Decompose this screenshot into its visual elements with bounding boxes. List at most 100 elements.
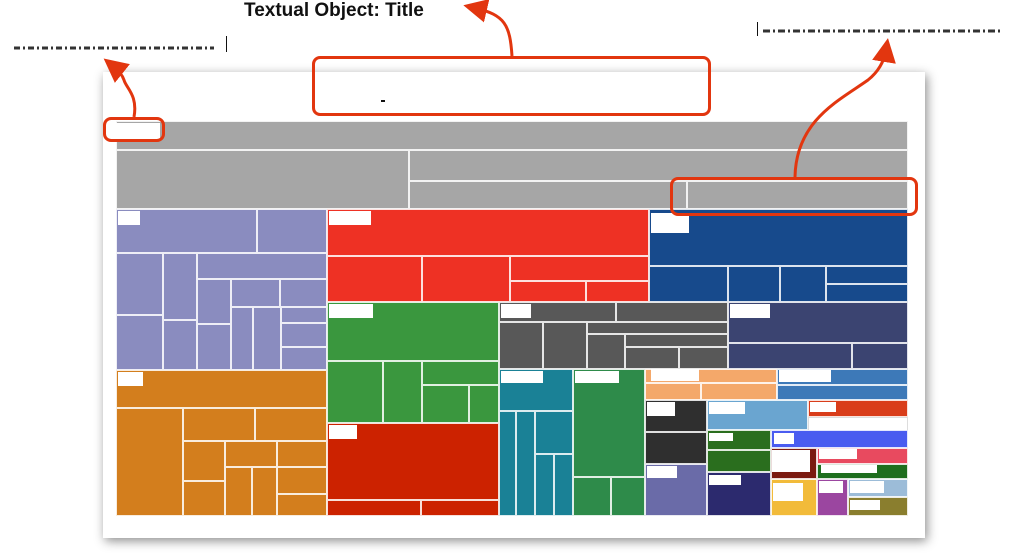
- treemap-orange-6: [183, 481, 225, 516]
- treemap-teal-tag: [501, 371, 543, 383]
- treemap-purple-6: [163, 320, 197, 370]
- treemap-gold-tag: [773, 483, 803, 501]
- treemap-teal-5: [535, 454, 554, 516]
- title-annotation-label: Textual Object: Title: [244, 0, 424, 21]
- treemap-green2-3: [611, 477, 645, 516]
- treemap-gray-3: [499, 322, 543, 369]
- treemap-purple-7: [197, 253, 327, 279]
- treemap-orange-12: [277, 494, 327, 516]
- treemap-green-6: [469, 385, 499, 423]
- treemap-black-2: [645, 432, 707, 464]
- treemap-red-2: [327, 256, 422, 302]
- treemap-navy-5: [826, 266, 908, 284]
- treemap-gray-8: [625, 347, 679, 369]
- left-label-callout-box: [103, 117, 165, 142]
- treemap-header-right-end: [687, 181, 908, 209]
- treemap-purple-tag: [118, 211, 140, 225]
- treemap-peach-2: [645, 383, 701, 400]
- treemap-green-5: [422, 385, 469, 423]
- treemap-black-tag: [647, 402, 675, 416]
- treemap-peach-3: [701, 383, 777, 400]
- treemap-red-5: [510, 281, 586, 302]
- treemap-magenta-tag: [819, 481, 843, 493]
- treemap-brightblue-1: [771, 430, 908, 448]
- treemap-teal-3: [516, 411, 535, 516]
- treemap-darkred-3: [421, 500, 499, 516]
- treemap-chart: [103, 72, 925, 538]
- treemap-darkred-tag: [329, 425, 357, 439]
- treemap-root-tag: [107, 123, 160, 139]
- treemap-red-3: [422, 256, 510, 302]
- treemap-orange-7: [225, 441, 277, 467]
- treemap-purple-3: [116, 253, 163, 315]
- right-label-callout-box: [670, 177, 918, 216]
- treemap-purple-9: [197, 324, 231, 370]
- treemap-darkgreen-tag: [709, 433, 733, 441]
- treemap-gray-tag: [501, 304, 531, 318]
- treemap-purple-12: [231, 307, 253, 370]
- treemap-orange-10: [252, 467, 277, 516]
- treemap-orange-3: [183, 408, 255, 441]
- treemap-blue-tag: [779, 370, 831, 382]
- treemap-orange-1: [116, 370, 327, 408]
- title-placeholder-mark: [381, 100, 385, 102]
- treemap-darkred-2: [327, 500, 421, 516]
- treemap-teal-6: [554, 454, 573, 516]
- treemap-purple-13: [253, 307, 281, 370]
- treemap-teal-4: [535, 411, 573, 454]
- treemap-gray-5: [587, 322, 728, 334]
- treemap-navy-6: [826, 284, 908, 302]
- treemap-white-strip: [808, 417, 908, 431]
- treemap-green2-1: [573, 369, 645, 477]
- treemap-purple-11: [280, 279, 327, 307]
- title-arrow: [463, 0, 514, 57]
- treemap-violet-tag: [647, 466, 677, 478]
- treemap-gray-7: [625, 334, 728, 347]
- treemap-orange-4: [255, 408, 327, 441]
- treemap-header-right-mid: [409, 181, 687, 209]
- treemap-green-tag: [329, 304, 373, 318]
- treemap-purple-8: [197, 279, 231, 324]
- treemap-header-left: [116, 150, 409, 209]
- treemap-slate-tag: [730, 304, 770, 318]
- treemap-brightblue-tag: [774, 433, 794, 444]
- treemap-pink-tag: [819, 449, 857, 459]
- treemap-navy-3: [728, 266, 780, 302]
- treemap-green2-tag: [575, 371, 619, 383]
- treemap-orange-tag: [118, 372, 143, 386]
- treemap-peach-tag: [651, 369, 699, 381]
- treemap-purple-5: [163, 253, 197, 320]
- treemap-purple-10: [231, 279, 280, 307]
- treemap-green-3: [383, 361, 422, 423]
- treemap-gray-6: [587, 334, 625, 369]
- treemap-navy-tag: [651, 213, 689, 233]
- treemap-header-top: [116, 121, 908, 150]
- treemap-indigo-tag: [709, 475, 741, 485]
- treemap-slate-3: [852, 343, 908, 369]
- treemap-navy-4: [780, 266, 826, 302]
- treemap-maroon-tag: [772, 450, 810, 472]
- treemap-navy-2: [649, 266, 728, 302]
- treemap-gray-2: [616, 302, 728, 322]
- treemap-slate-2: [728, 343, 852, 369]
- treemap-navy-1: [649, 209, 908, 266]
- treemap-orangered-tag: [810, 402, 836, 412]
- treemap-orange-11: [277, 467, 327, 494]
- treemap-purple-16: [281, 347, 327, 370]
- right-annotation-label: [757, 20, 1009, 36]
- treemap-red-6: [586, 281, 649, 302]
- treemap-darkgreen-2: [707, 450, 771, 472]
- treemap-orange-5: [183, 441, 225, 481]
- treemap-purple-2: [257, 209, 327, 253]
- treemap-purple-14: [281, 307, 327, 323]
- treemap-red-tag: [329, 211, 371, 225]
- treemap-green2-2: [573, 477, 611, 516]
- treemap-red-4: [510, 256, 649, 281]
- treemap-red-1: [327, 209, 649, 256]
- left-annotation-label: [14, 38, 224, 54]
- treemap-lightblue-1: [707, 400, 808, 430]
- treemap-green-4: [422, 361, 499, 385]
- treemap-paleblue-tag: [850, 481, 884, 493]
- treemap-orange-9: [225, 467, 252, 516]
- treemap-lightblue-tag: [709, 402, 745, 414]
